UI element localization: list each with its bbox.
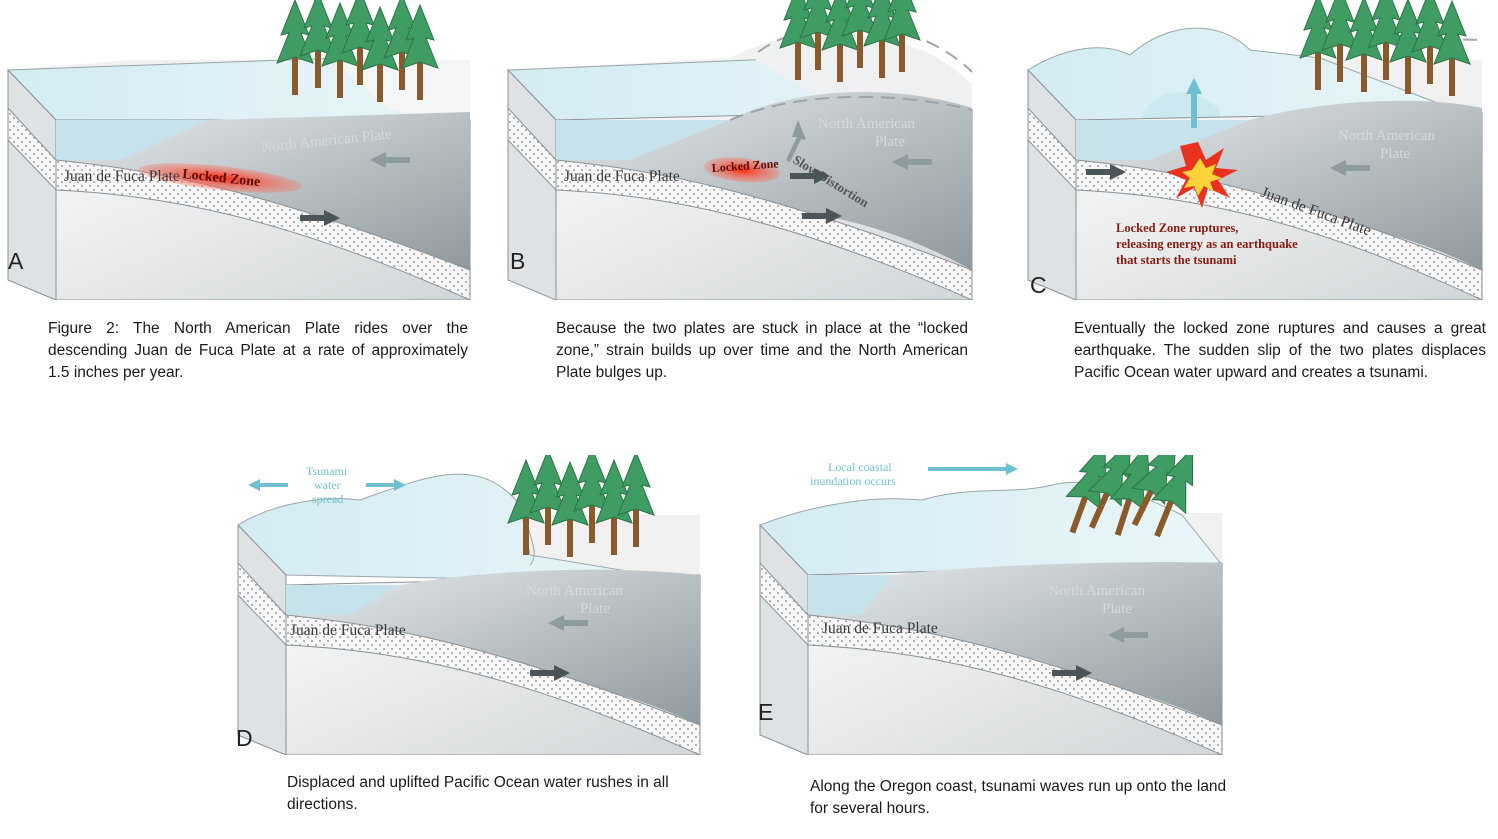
diagram-e: Local coastal inundation occurs Pacific … <box>759 455 1224 755</box>
panel-a: Pacific Ocean North American Plate Juan … <box>0 0 480 300</box>
label-ocean-e: Pacific Ocean <box>818 575 902 591</box>
label-na-b-1: North American <box>818 116 916 132</box>
caption-b: Because the two plates are stuck in plac… <box>556 320 968 381</box>
label-spread-d-3: spread <box>312 492 343 506</box>
panel-letter-b: B <box>510 248 526 274</box>
panel-letter-c: C <box>1030 272 1047 298</box>
label-jdf-d: Juan de Fuca Plate <box>290 622 406 639</box>
diagram-d: Tsunami water spread Pacific Ocean North… <box>237 455 701 755</box>
label-inund-e-1: Local coastal <box>828 460 892 474</box>
label-na-d-2: Plate <box>580 601 610 617</box>
panel-letter-a: A <box>8 248 24 274</box>
label-ocean-d: Pacific Ocean <box>296 591 380 607</box>
caption-e: Along the Oregon coast, tsunami waves ru… <box>810 778 1227 817</box>
label-spread-d-2: water <box>314 478 341 492</box>
label-na-e-1: North American <box>1048 583 1146 599</box>
caption-d: Displaced and uplifted Pacific Ocean wat… <box>287 774 669 813</box>
diagram-a: Pacific Ocean North American Plate Juan … <box>6 0 471 300</box>
label-jdf-e: Juan de Fuca Plate <box>822 620 938 637</box>
panel-d: Tsunami water spread Pacific Ocean North… <box>230 455 710 755</box>
caption-c: Eventually the locked zone ruptures and … <box>1074 320 1486 381</box>
label-na-b-2: Plate <box>875 134 905 150</box>
caption-a: Figure 2: The North American Plate rides… <box>48 320 468 381</box>
label-na-e-2: Plate <box>1102 601 1132 617</box>
label-rupture-c-1: Locked Zone ruptures, <box>1116 221 1238 235</box>
label-na-c-2: Plate <box>1380 146 1410 162</box>
label-rupture-c-3: that starts the tsunami <box>1116 253 1237 267</box>
panel-letter-e: E <box>758 699 774 725</box>
label-jdf-b: Juan de Fuca Plate <box>564 168 680 185</box>
label-ocean-b: Pacific Ocean <box>570 128 654 144</box>
panel-letter-d: D <box>236 725 253 751</box>
label-jdf-a: Juan de Fuca Plate <box>64 168 180 185</box>
label-ocean-c: Pacific Ocean <box>1090 128 1174 144</box>
panel-b: Pacific Ocean North American Plate Juan … <box>500 0 990 300</box>
diagram-b: Pacific Ocean North American Plate Juan … <box>506 0 973 300</box>
diagram-c: Pacific Ocean North American Plate Juan … <box>1027 0 1483 300</box>
label-inund-e-2: inundation occurs <box>810 474 896 488</box>
label-rupture-c-2: releasing energy as an earthquake <box>1116 237 1298 251</box>
label-zone-b: Locked Zone <box>711 156 779 175</box>
label-na-d-1: North American <box>526 583 624 599</box>
panel-c: Pacific Ocean North American Plate Juan … <box>1020 0 1490 300</box>
label-ocean-a: Pacific Ocean <box>66 128 150 144</box>
label-spread-d-1: Tsunami <box>306 464 348 478</box>
panel-e: Local coastal inundation occurs Pacific … <box>752 455 1232 755</box>
label-na-c-1: North American <box>1338 128 1436 144</box>
explosion-icon <box>1166 142 1238 208</box>
